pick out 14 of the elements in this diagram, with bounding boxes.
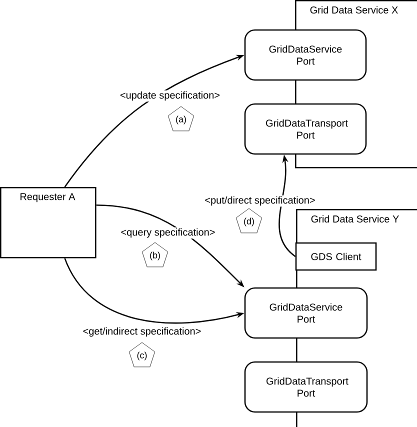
port-box: GridDataService Port — [244, 287, 368, 339]
port-box: GridDataTransport Port — [244, 103, 367, 155]
port-box: GridDataService Port — [244, 29, 367, 81]
edge-label: <update specification> — [118, 90, 222, 102]
port-box: GridDataTransport Port — [244, 361, 368, 413]
step-pentagon: (d) — [236, 208, 262, 234]
client-box: GDS Client — [295, 242, 377, 271]
requester-box: Requester A — [0, 187, 96, 258]
step-pentagon: (c) — [128, 342, 156, 368]
step-pentagon: (b) — [142, 242, 168, 268]
edge-label: <put/direct specification> — [204, 195, 316, 207]
edge-label: <query specification> — [120, 227, 216, 239]
edge-label: <get/indirect specification> — [82, 326, 202, 338]
step-pentagon: (a) — [168, 106, 194, 132]
